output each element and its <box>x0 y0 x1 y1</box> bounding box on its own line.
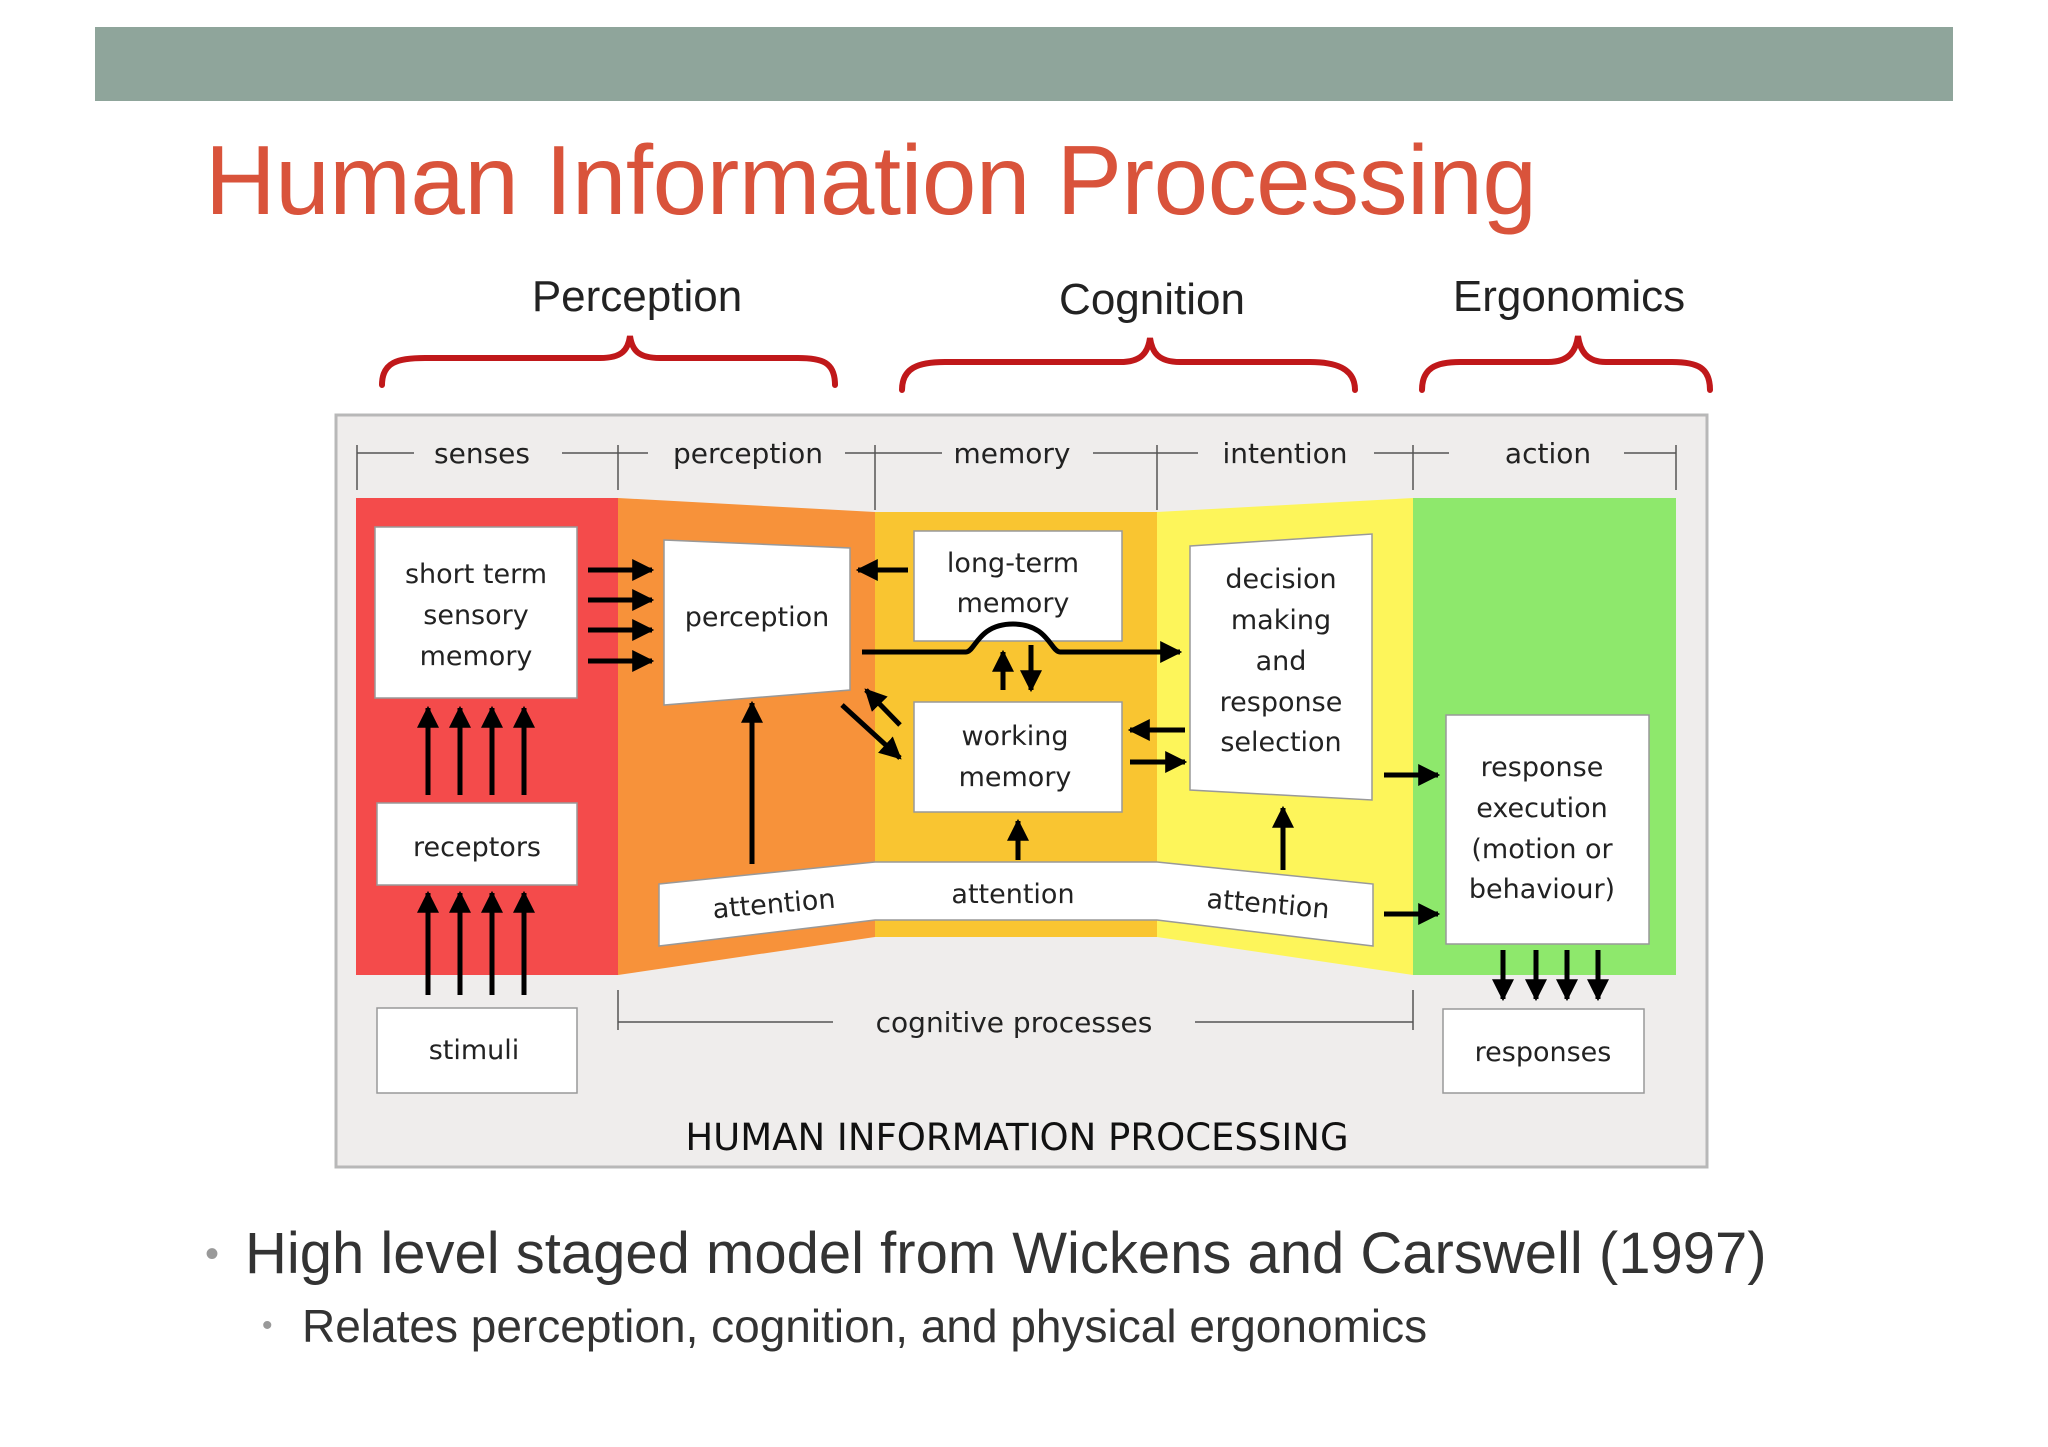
stage-rulers <box>356 445 1677 510</box>
bullet-item-main: • High level staged model from Wickens a… <box>205 1220 1767 1287</box>
ltm-line-1: long-term <box>947 548 1079 579</box>
bullet-main-text: High level staged model from Wickens and… <box>245 1221 1767 1286</box>
slide-title: Human Information Processing <box>205 125 1537 235</box>
box-perception <box>663 539 851 706</box>
bracket-ergonomics <box>1419 335 1713 393</box>
stm-line-2: sensory <box>423 600 528 631</box>
wm-line-1: working <box>961 721 1068 752</box>
box-working-memory <box>913 701 1123 813</box>
bullet-item-sub: • Relates perception, cognition, and phy… <box>262 1299 1767 1353</box>
bracket-label-cognition: Cognition <box>1059 275 1245 324</box>
box-receptors <box>376 802 578 886</box>
box-short-term-sensory-memory <box>374 526 578 699</box>
top-accent-bar <box>95 27 1953 101</box>
decision-line-5: selection <box>1220 727 1341 758</box>
decision-line-1: decision <box>1225 564 1336 595</box>
decision-line-3: and <box>1256 646 1307 677</box>
bullet-dot-icon: • <box>262 1309 273 1342</box>
stimuli-label: stimuli <box>429 1035 520 1066</box>
stm-line-3: memory <box>420 641 533 672</box>
response-exec-line-2: execution <box>1476 793 1608 824</box>
stage-label-perception: perception <box>673 437 823 470</box>
stage-label-senses: senses <box>434 437 530 470</box>
box-responses <box>1442 1008 1645 1094</box>
decision-line-2: making <box>1231 605 1331 636</box>
stage-label-intention: intention <box>1222 437 1347 470</box>
cognitive-processes-label: cognitive processes <box>876 1006 1153 1039</box>
stage-label-memory: memory <box>954 437 1071 470</box>
stage-label-action: action <box>1505 437 1591 470</box>
perception-box-label: perception <box>685 602 830 633</box>
flow-arrows <box>416 558 1610 1002</box>
response-exec-line-4: behaviour) <box>1469 874 1615 905</box>
bracket-label-ergonomics: Ergonomics <box>1452 272 1686 321</box>
bullet-sub-text: Relates perception, cognition, and physi… <box>302 1300 1428 1352</box>
bracket-label-perception: Perception <box>531 272 743 321</box>
bullet-list: • High level staged model from Wickens a… <box>205 1220 1767 1353</box>
box-response-execution <box>1445 714 1650 945</box>
bullet-dot-icon: • <box>205 1232 220 1276</box>
stm-line-1: short term <box>405 559 547 590</box>
wm-line-2: memory <box>959 762 1072 793</box>
curly-brackets <box>379 335 1713 393</box>
attention-ribbon <box>658 861 1374 947</box>
bracket-cognition <box>899 337 1358 393</box>
arrow-perception-to-decision <box>862 621 1183 664</box>
cognitive-processes-ruler <box>617 990 1414 1030</box>
box-stimuli <box>376 1007 578 1094</box>
decision-line-4: response <box>1220 687 1343 718</box>
box-decision-making <box>1189 533 1373 801</box>
response-exec-line-3: (motion or <box>1471 834 1613 865</box>
response-exec-line-1: response <box>1481 752 1604 783</box>
attention-label-2: attention <box>951 879 1074 910</box>
bracket-perception <box>379 335 838 388</box>
ltm-line-2: memory <box>957 588 1070 619</box>
responses-label: responses <box>1475 1037 1612 1068</box>
diagram-title: HUMAN INFORMATION PROCESSING <box>685 1116 1348 1159</box>
receptors-label: receptors <box>413 832 541 863</box>
